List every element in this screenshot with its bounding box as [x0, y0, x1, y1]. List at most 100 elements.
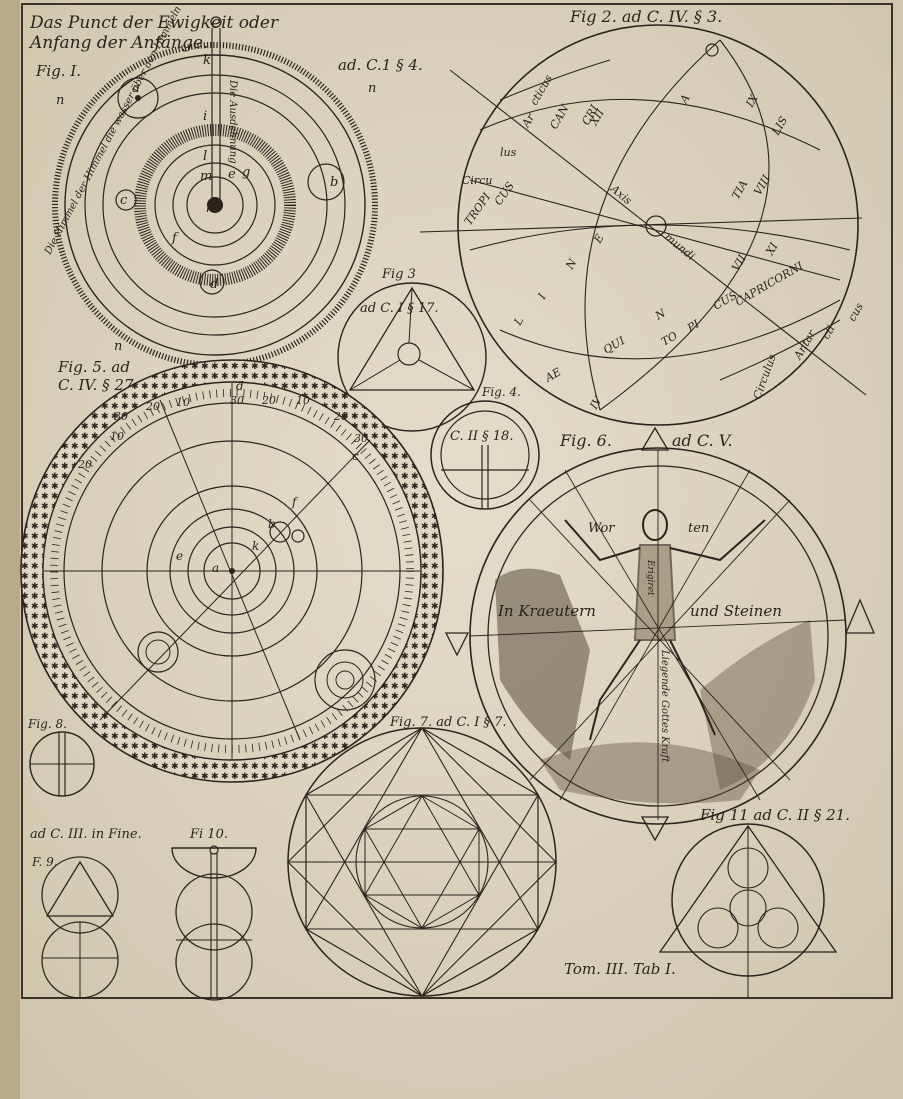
fig1-letters-9: k — [203, 53, 211, 68]
fig2-tropic-capricorn — [499, 299, 841, 360]
fig3-ray-left — [349, 359, 401, 391]
fig6-diagram: Fig. 6. ad C. V. Wor ten In Kraeutern un… — [444, 426, 875, 842]
fig1-planet-c — [115, 189, 137, 211]
fig5-degree_labels-0: 30 — [114, 410, 128, 423]
fig5-label: Fig. 5. ad — [57, 358, 130, 376]
fig1-top-point — [210, 16, 222, 28]
fig3-ray-right — [418, 359, 475, 391]
fig2-meridian-1 — [584, 39, 721, 411]
fig4-ref: C. II § 18. — [450, 429, 513, 444]
header-line2: Anfang der Anfänge. — [28, 33, 208, 53]
fig2-tropic-cancer — [479, 98, 821, 151]
fig5-degree_labels-9: 20 — [77, 458, 92, 471]
fig7-inner-tri-down — [364, 828, 480, 930]
fig5-degree_labels-7: 30 — [354, 432, 368, 445]
fig3-label: Fig 3 — [381, 267, 416, 282]
fig6-ray-5 — [564, 469, 761, 801]
fig4-outer — [430, 400, 540, 510]
fig5-degree_labels-4: 20 — [261, 394, 276, 407]
fig2-sphere — [457, 24, 859, 426]
fig5-degree_labels-1: 20 — [145, 400, 160, 413]
fig3-diagram: Fig 3 ad C. I § 17. — [337, 267, 487, 432]
fig1-ring-5 — [172, 162, 258, 248]
fig3-ray-top — [408, 287, 413, 344]
left-gutter — [0, 0, 20, 1099]
fig6-landscape-left — [495, 568, 590, 760]
fig5-degree_labels-6: 20 — [333, 410, 348, 423]
fig5-diag-1 — [159, 399, 301, 741]
fig6-text-erigiret: Erigiret — [645, 559, 655, 596]
fig6-text-gottes: Liegende Gottes Kraft — [659, 649, 670, 763]
fig5-star-band — [21, 360, 443, 782]
plate-label: Tom. III. Tab I. — [564, 960, 676, 978]
fig2-words-22: I — [535, 291, 549, 303]
fig10-small-circle — [209, 845, 219, 855]
fig6-ray-4 — [529, 499, 791, 781]
fig5-planet-f — [291, 529, 305, 543]
fig1-label: Fig. I. — [35, 62, 81, 80]
fig1-ring-2 — [84, 74, 346, 336]
fig2-words-1: lus — [500, 146, 517, 159]
fig4-diagram: Fig. 4. C. II § 18. — [430, 385, 540, 510]
fig7-diamond — [287, 727, 557, 997]
fig1-ring-6 — [186, 176, 244, 234]
fig2-polar-antarctic — [719, 319, 841, 381]
fig9-ref: ad C. III. in Fine. — [30, 827, 142, 842]
fig1-ref: ad. C.1 § 4. — [338, 56, 423, 74]
fig6-text-ten: ten — [688, 521, 709, 536]
fig8-label: Fig. 8. — [27, 717, 67, 731]
fig2-words-0: Circu — [462, 174, 492, 187]
fig6-label: Fig. 6. — [559, 431, 612, 450]
fig1-planet-b — [307, 163, 345, 201]
fig5-letters-0: a — [212, 561, 219, 575]
fig9-label: F. 9. — [31, 855, 58, 869]
fig5-degree_labels-2: 10 — [176, 396, 190, 409]
fig5-letters-3: d — [236, 379, 244, 393]
fig10-circle-top — [175, 873, 253, 951]
fig5-letters-5: f — [291, 495, 299, 509]
fig1-letters-4: e — [228, 167, 236, 182]
fig9-diagram: ad C. III. in Fine. F. 9. — [30, 827, 142, 999]
fig10-diagram: Fi 10. — [171, 827, 257, 1001]
fig2-words-19: cti — [819, 323, 837, 342]
fig1-letters-11: m — [200, 169, 212, 184]
fig6-ground — [540, 742, 760, 804]
fig5-planet-right — [314, 649, 376, 711]
fig1-outer-rays — [52, 42, 378, 368]
fig10-circle-bottom — [175, 923, 253, 1001]
fig6-text-wor: Wor — [588, 521, 615, 536]
fig6-triangle-right — [845, 598, 875, 634]
fig6-text-steinen: und Steinen — [690, 602, 782, 620]
fig5-letters-4: e — [176, 549, 183, 563]
fig6-triangle-top — [640, 426, 670, 451]
fig5-ref: C. IV. § 27 — [58, 376, 134, 394]
fig6-human-figure — [564, 509, 766, 741]
fig1-letters-13: n — [368, 81, 376, 96]
fig2-words-2: Ar — [519, 111, 538, 130]
fig4-inner — [440, 410, 530, 500]
fig6-ref: ad C. V. — [672, 431, 733, 450]
fig1-letters-12: n — [56, 93, 64, 108]
fig7-diagram: Fig. 7. ad C. I § 7. — [287, 715, 557, 998]
fig2-label: Fig 2. ad C. IV. § 3. — [569, 7, 722, 26]
fig5-letters-6: k — [252, 539, 259, 553]
fig5-letters-1: b — [268, 517, 276, 531]
fig5-planet-left-inner — [145, 639, 171, 665]
fig1-letters-8: i — [203, 109, 207, 124]
fig2-axis — [449, 69, 867, 396]
fig11-inner-left — [697, 907, 739, 949]
fig5-degree_labels-3: 30 — [230, 394, 244, 407]
fig5-diag-2 — [99, 439, 371, 721]
fig6-triangle-left — [444, 632, 470, 657]
fig5-planet-b — [269, 521, 291, 543]
fig5-planet-left — [137, 631, 179, 673]
fig1-letters-5: f — [171, 231, 179, 246]
fig11-label: Fig 11 ad C. II § 21. — [699, 806, 850, 824]
fig1-letters-0: a — [132, 81, 140, 96]
header-line1: Das Punct der Ewigkeit oder — [29, 13, 279, 33]
fig1-letters-14: n — [114, 339, 122, 354]
fig5-degree_labels-5: 10 — [296, 394, 310, 407]
fig11-inner-right — [757, 907, 799, 949]
fig9-triangle — [45, 860, 115, 917]
